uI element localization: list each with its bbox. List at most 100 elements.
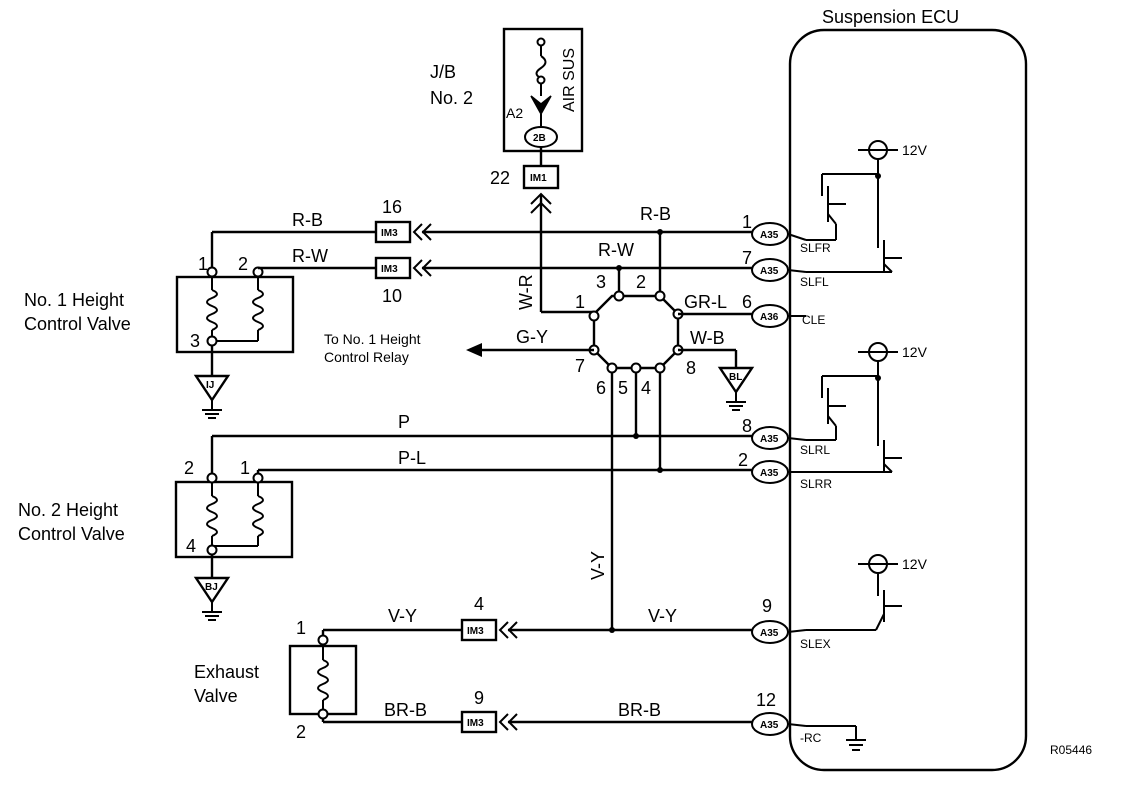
- connector-im1: [522, 164, 560, 190]
- im3-10-label: IM3: [381, 264, 398, 275]
- a35-pin-2: 2: [738, 450, 748, 470]
- im3-16-label: IM3: [381, 228, 398, 239]
- pin-cle: CLE: [802, 313, 825, 327]
- jb-terminal: A2: [506, 105, 523, 121]
- im3-4-pin: 4: [474, 594, 484, 614]
- connector-2b-label: 2B: [533, 133, 546, 144]
- jpin-6: 6: [596, 378, 606, 398]
- im3-16-pin: 16: [382, 197, 402, 217]
- a35-conn-1-label: A35: [760, 230, 779, 241]
- wire-wb-label: W-B: [690, 328, 725, 348]
- v2-pin-1: 1: [240, 458, 250, 478]
- v1-pin-3: 3: [190, 331, 200, 351]
- ecu-driver-front: [806, 140, 902, 273]
- relay-note-2: Control Relay: [324, 349, 409, 365]
- jpin-4: 4: [641, 378, 651, 398]
- fuse-label: AIR SUS: [561, 48, 578, 112]
- wire-vy-left-label: V-Y: [388, 606, 417, 626]
- v1-pin-1: 1: [198, 254, 208, 274]
- relay-note-1: To No. 1 Height: [324, 331, 421, 347]
- pin-rc: -RC: [800, 731, 822, 745]
- ecu-driver-rear: [806, 342, 902, 473]
- valve1-coils: [206, 266, 264, 347]
- figure-code: R05446: [1050, 743, 1092, 757]
- wire-pl-label: P-L: [398, 448, 426, 468]
- a35-conn-7-label: A35: [760, 266, 779, 277]
- valve2-coils: [206, 472, 264, 556]
- jpin-5: 5: [618, 378, 628, 398]
- wire-rw-right-label: R-W: [598, 240, 634, 260]
- ecu-supply-2: 12V: [902, 344, 928, 360]
- ex-pin-2: 2: [296, 722, 306, 742]
- jpin-1: 1: [575, 292, 585, 312]
- wire-wr-label: W-R: [516, 274, 536, 310]
- wire-p-label: P: [398, 412, 410, 432]
- valve1-housing: [175, 275, 295, 354]
- ground-bl: [717, 366, 755, 395]
- ecu-rc-ground: [806, 725, 866, 751]
- v2-pin-4: 4: [186, 536, 196, 556]
- wire-gy-label: G-Y: [516, 327, 548, 347]
- junction-block: [502, 27, 584, 153]
- wire-grl-label: GR-L: [684, 292, 727, 312]
- ecu-supply-3: 12V: [902, 556, 928, 572]
- ecu-title: Suspension ECU: [822, 7, 959, 27]
- a35-pin-8: 8: [742, 416, 752, 436]
- a36-pin-6: 6: [742, 292, 752, 312]
- relay-arrow: [466, 343, 482, 357]
- a36-conn-label: A36: [760, 312, 779, 323]
- jpin-7: 7: [575, 356, 585, 376]
- wire-rw-left-label: R-W: [292, 246, 328, 266]
- im3-10-pin: 10: [382, 286, 402, 306]
- exhaust-label-2: Valve: [194, 686, 238, 706]
- ecu-supply-1: 12V: [902, 142, 928, 158]
- im3-9-label: IM3: [467, 718, 484, 729]
- pin-slex: SLEX: [800, 637, 831, 651]
- pin-slfl: SLFL: [800, 275, 829, 289]
- ground-bl-label: BL: [729, 372, 742, 383]
- connector-im1-label: IM1: [530, 173, 547, 184]
- central-junction: [592, 294, 680, 370]
- v2-pin-2: 2: [184, 458, 194, 478]
- ex-pin-1: 1: [296, 618, 306, 638]
- wire-vy-right-label: V-Y: [648, 606, 677, 626]
- wire-rb-left-label: R-B: [292, 210, 323, 230]
- im3-16: [374, 220, 412, 244]
- junction-pins: [588, 290, 684, 374]
- im3-4: [460, 618, 498, 642]
- ground-ij: [193, 374, 231, 403]
- valve2-housing: [174, 480, 294, 559]
- exhaust-label-1: Exhaust: [194, 662, 259, 682]
- pin-slrr: SLRR: [800, 477, 832, 491]
- a35-pin-12: 12: [756, 690, 776, 710]
- im3-9: [460, 710, 498, 734]
- ecu-housing: [788, 28, 1028, 772]
- a35-conn-8-label: A35: [760, 434, 779, 445]
- v1-pin-2: 2: [238, 254, 248, 274]
- valve1-label-1: No. 1 Height: [24, 290, 124, 310]
- jpin-8: 8: [686, 358, 696, 378]
- exhaust-coil: [317, 634, 329, 720]
- jpin-2: 2: [636, 272, 646, 292]
- im3-10: [374, 256, 412, 280]
- im3-4-label: IM3: [467, 626, 484, 637]
- a35-pin-9: 9: [762, 596, 772, 616]
- ground-bj: [193, 576, 231, 605]
- wire-vy-vertical-label: V-Y: [588, 551, 608, 580]
- pin-slfr: SLFR: [800, 241, 831, 255]
- a35-conn-9-label: A35: [760, 628, 779, 639]
- jb-label-2: No. 2: [430, 88, 473, 108]
- wire-brb-left-label: BR-B: [384, 700, 427, 720]
- wire-brb-right-label: BR-B: [618, 700, 661, 720]
- valve2-label-1: No. 2 Height: [18, 500, 118, 520]
- ground-bj-label: BJ: [205, 582, 218, 593]
- pin-slrl: SLRL: [800, 443, 830, 457]
- jpin-3: 3: [596, 272, 606, 292]
- fuse-symbol: [530, 37, 552, 126]
- a35-pin-1: 1: [742, 212, 752, 232]
- a35-conn-2-label: A35: [760, 468, 779, 479]
- a35-conn-12-label: A35: [760, 720, 779, 731]
- im1-pin: 22: [490, 168, 510, 188]
- im3-9-pin: 9: [474, 688, 484, 708]
